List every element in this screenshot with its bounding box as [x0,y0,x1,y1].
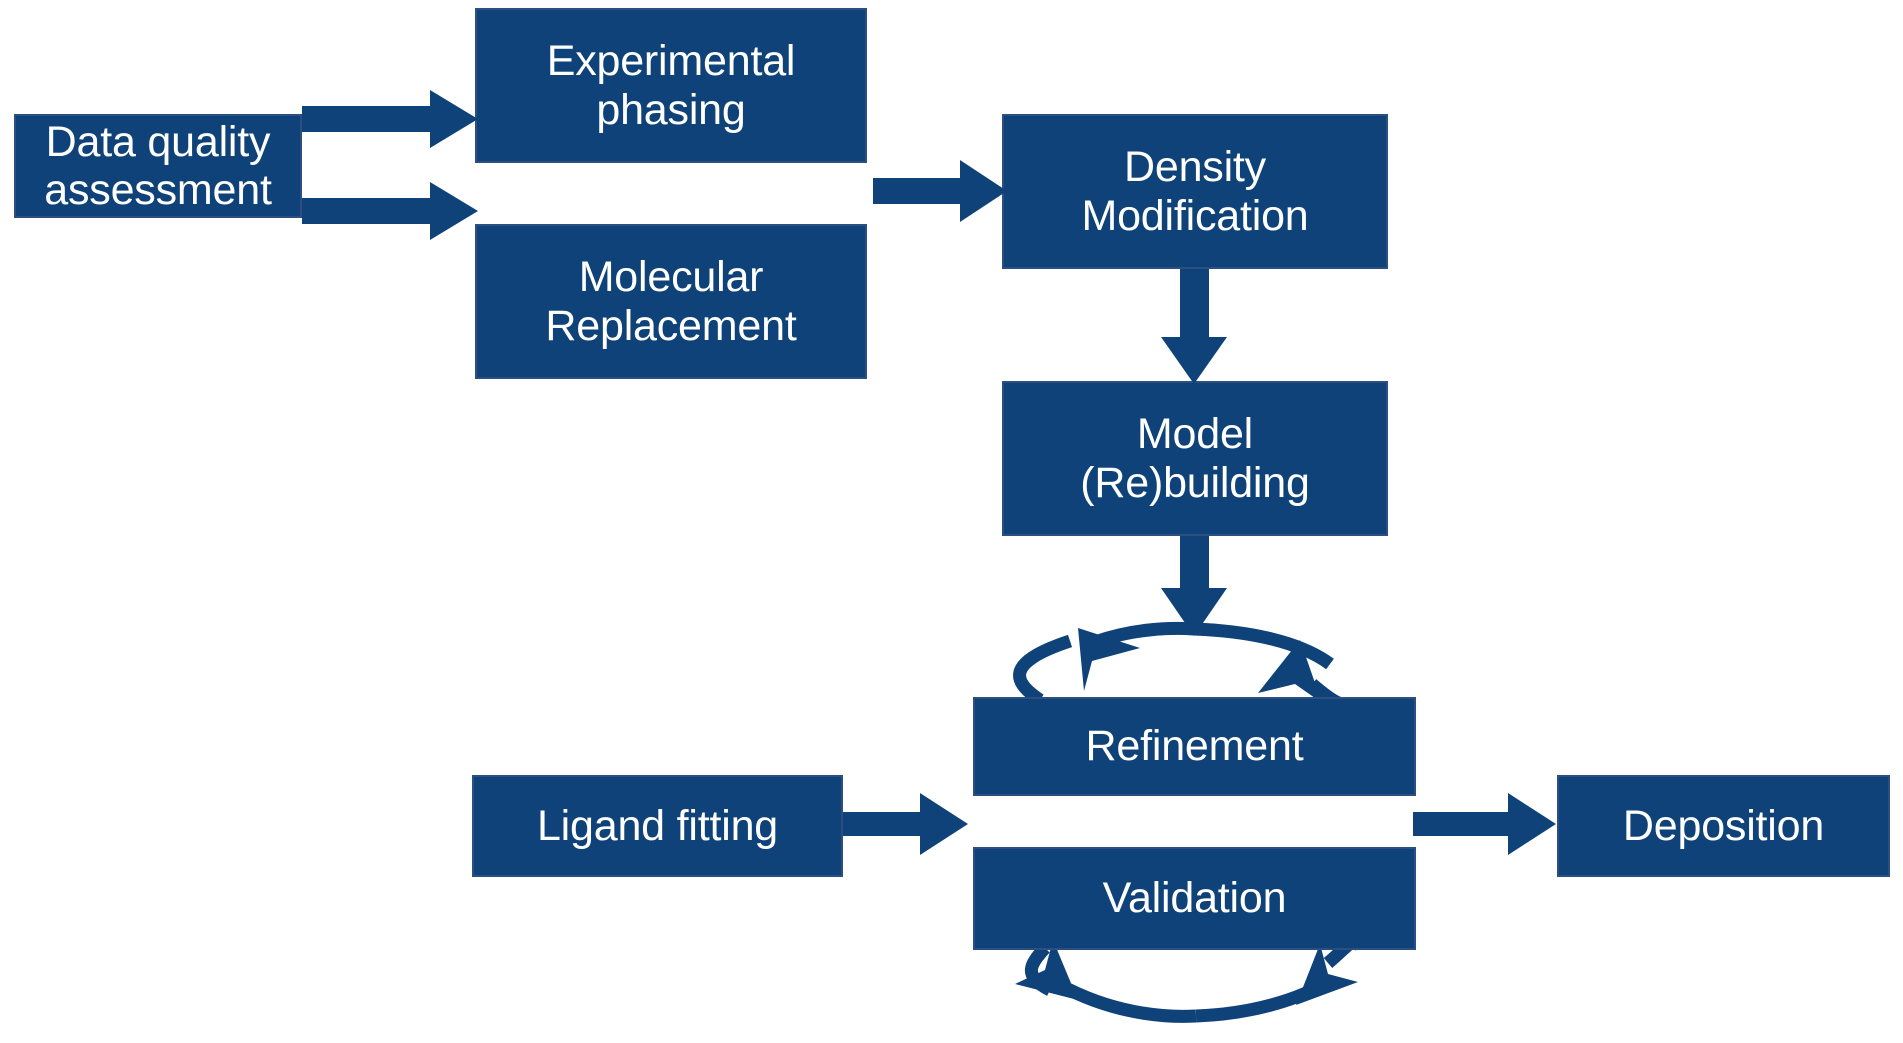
edge-data-quality-to-experimental-phasing [302,90,478,148]
edge-cycle-top-left-arc [1013,621,1195,706]
node-ligand-fitting[interactable]: Ligand fitting [472,775,843,877]
node-validation[interactable]: Validation [973,847,1416,950]
node-refinement[interactable]: Refinement [973,697,1416,796]
edge-model-rebuilding-to-cycle [1161,536,1227,636]
node-model-rebuilding[interactable]: Model (Re)building [1002,381,1388,536]
node-density-modification[interactable]: Density Modification [1002,114,1388,269]
edge-density-modification-to-model-rebuilding [1161,269,1227,384]
edge-data-quality-to-molecular-replacement [302,182,478,240]
edge-cycle-to-deposition [1413,793,1556,855]
edge-cycle-top-right-arc [1193,622,1359,712]
edge-cycle-bottom-right-arc [1195,936,1358,1023]
node-molecular-replacement[interactable]: Molecular Replacement [475,224,867,379]
edge-ligand-fitting-to-cycle [843,793,968,855]
edge-cycle-bottom-left-arc [1015,940,1197,1023]
edge-phasing-to-density-modification [873,160,1007,222]
node-data-quality-assessment[interactable]: Data quality assessment [14,114,302,218]
node-deposition[interactable]: Deposition [1557,775,1890,877]
node-experimental-phasing[interactable]: Experimental phasing [475,8,867,163]
